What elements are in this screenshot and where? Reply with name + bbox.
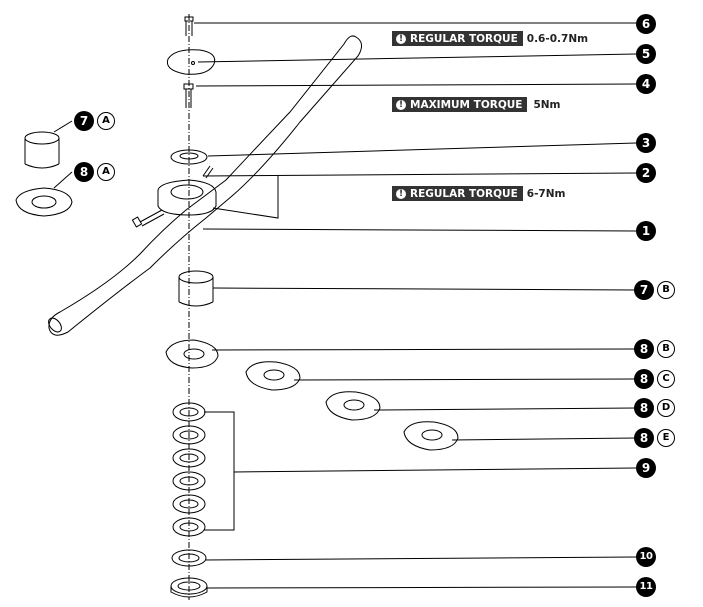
callout-5: 5 [636,44,656,64]
callout-7a: 7 [74,111,94,131]
bearing-cover-8c [245,361,301,391]
torque-note-bolt-4: ! MAXIMUM TORQUE 5Nm [392,97,561,112]
callout-8b-letter: B [657,340,675,358]
leader-lines [53,22,637,589]
callout-4: 4 [636,74,656,94]
bolt-4 [183,83,194,108]
callout-9: 9 [636,458,656,478]
torque-value: 5Nm [533,98,561,111]
torque-label: REGULAR TORQUE [410,187,518,200]
stem-2 [131,165,217,228]
bearing-cover-8b [165,339,219,369]
bolt-6 [184,16,194,36]
callout-8d: 8 [634,398,654,418]
spacer-7a [24,131,60,169]
callout-8e-letter: E [657,429,675,447]
exclamation-circle-icon: ! [396,33,406,44]
handlebar [48,35,362,336]
callout-8b: 8 [634,339,654,359]
torque-note-bolt-6: ! REGULAR TORQUE 0.6-0.7Nm [392,31,588,46]
callout-3: 3 [636,133,656,153]
top-cap-3 [170,149,208,165]
bearing-cover-8e [403,421,459,451]
callout-2: 2 [636,163,656,183]
callout-8c-letter: C [657,370,675,388]
headset-cap-11 [170,577,208,598]
torque-label: MAXIMUM TORQUE [410,98,523,111]
cap-cover-5 [166,49,216,75]
bearing-cover-8a [15,187,73,217]
bearing-cover-8d [325,391,381,421]
callout-6: 6 [636,14,656,34]
spacer-7b [178,270,214,307]
callout-11: 11 [636,577,656,597]
exclamation-circle-icon: ! [396,188,406,199]
callout-10: 10 [636,547,656,567]
callout-7b-letter: B [657,281,675,299]
callout-8a: 8 [74,162,94,182]
torque-note-clamp-2: ! REGULAR TORQUE 6-7Nm [392,186,565,201]
compression-ring-10 [171,549,207,567]
callout-1: 1 [636,221,656,241]
callout-8d-letter: D [657,399,675,417]
exclamation-circle-icon: ! [396,99,406,110]
callout-7b: 7 [634,280,654,300]
callout-7a-letter: A [97,112,115,130]
callout-8c: 8 [634,369,654,389]
torque-value: 0.6-0.7Nm [526,32,589,45]
torque-label: REGULAR TORQUE [410,32,518,45]
callout-8a-letter: A [97,163,115,181]
callout-8e: 8 [634,428,654,448]
torque-value: 6-7Nm [526,187,566,200]
